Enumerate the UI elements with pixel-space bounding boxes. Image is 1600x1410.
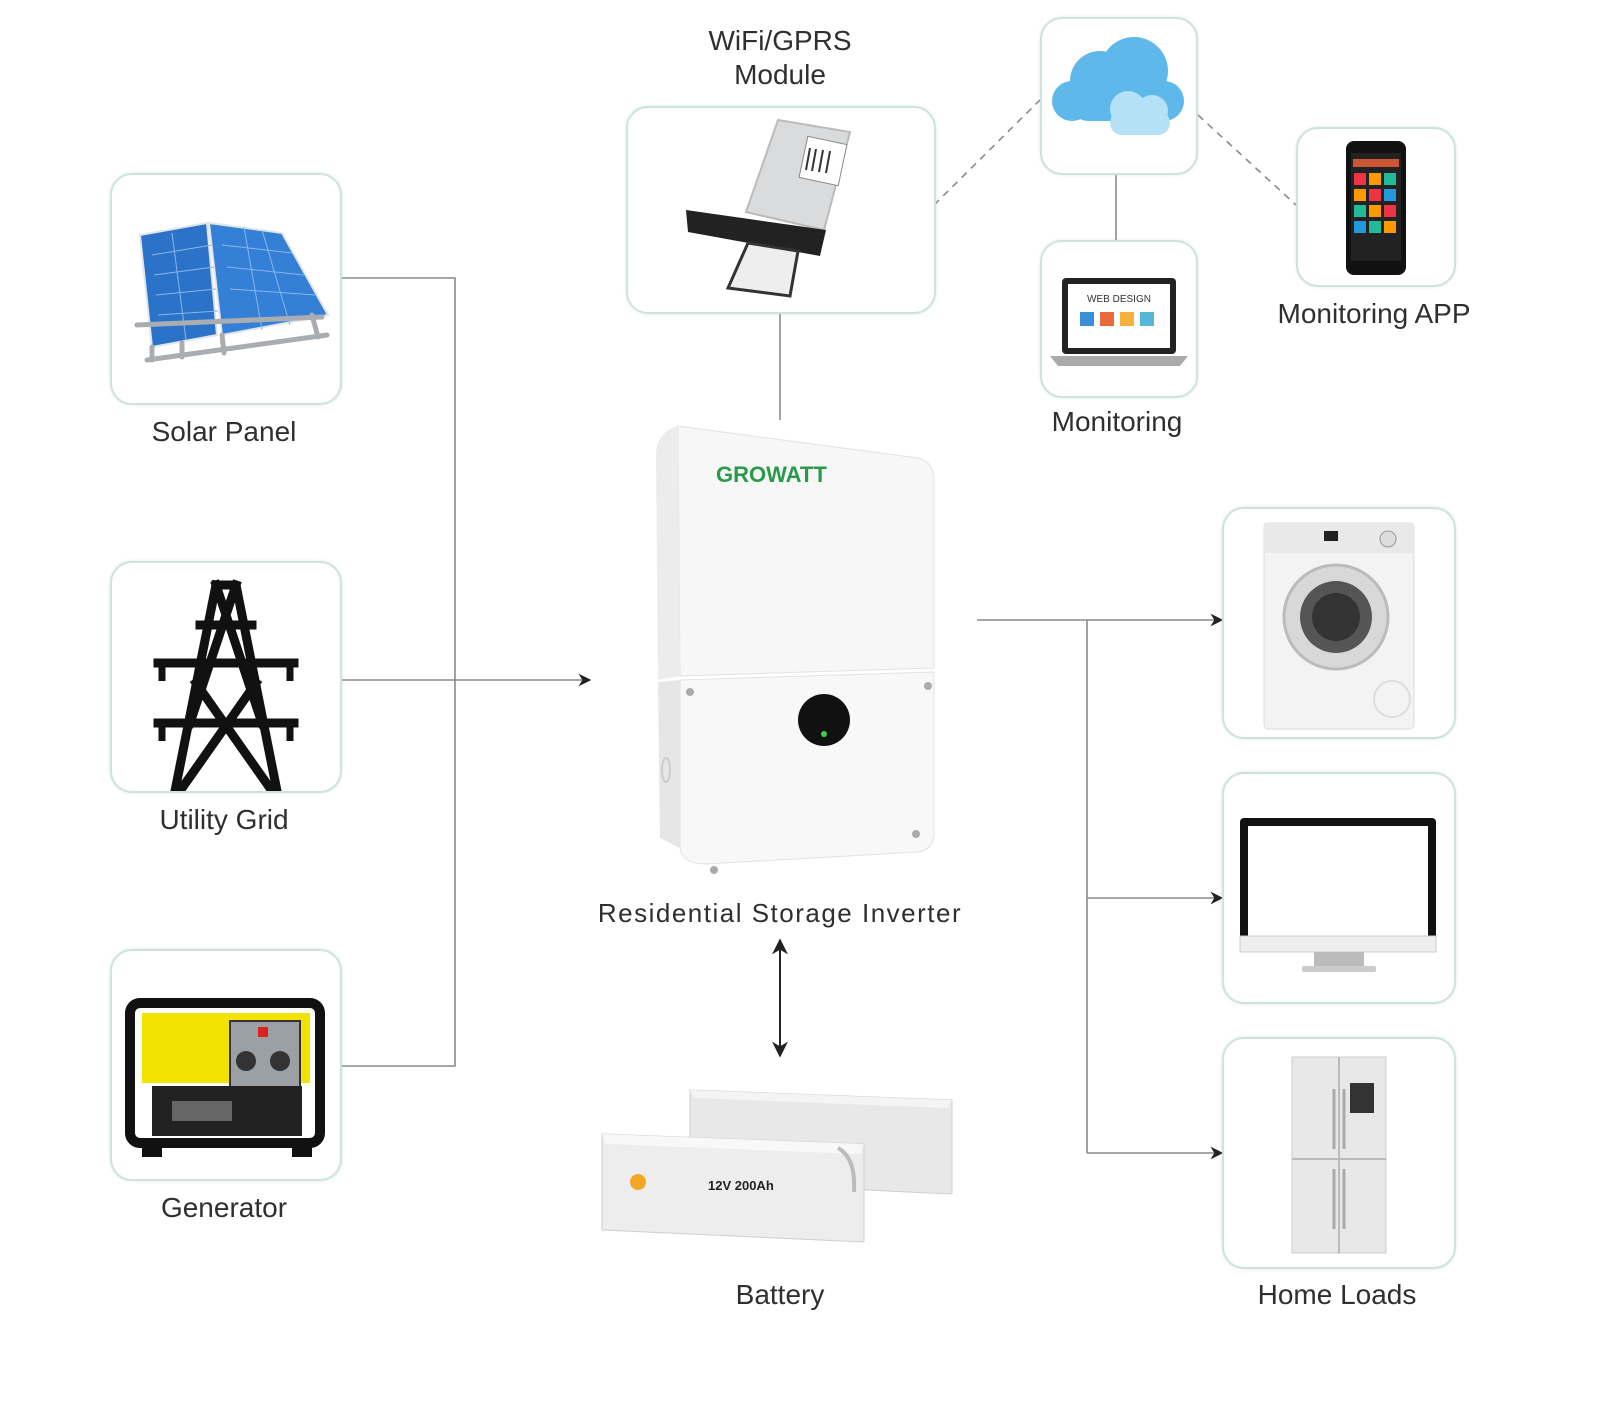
- transmission-tower-icon: [153, 579, 299, 791]
- computer-monitor-icon: [1239, 818, 1437, 972]
- battery-label: Battery: [735, 1279, 825, 1310]
- wifi-dongle-icon: [686, 118, 852, 298]
- wifi-module-label: WiFi/GPRS Module: [708, 25, 852, 90]
- washing-machine-card: [1222, 507, 1456, 739]
- generator-label: Generator: [160, 1192, 288, 1223]
- monitoring-app-label: Monitoring APP: [1277, 298, 1471, 329]
- solar-panel-label: Solar Panel: [151, 416, 297, 447]
- generator-card: [110, 949, 342, 1181]
- monitoring-label: Monitoring: [1051, 406, 1183, 437]
- solar-panel-icon: [134, 221, 330, 363]
- solar-panel-card: [110, 173, 342, 405]
- laptop-screen-text: WEB DESIGN: [1087, 294, 1151, 305]
- refrigerator-card: [1222, 1037, 1456, 1269]
- laptop-icon: WEB DESIGN: [1050, 278, 1188, 366]
- smartphone-icon: [1346, 141, 1406, 275]
- battery-rating-text: 12V 200Ah: [708, 1178, 774, 1193]
- monitoring-app-card: [1296, 127, 1456, 287]
- monitor-card: [1222, 772, 1456, 1004]
- cloud-card: [1040, 17, 1198, 175]
- refrigerator-icon: [1291, 1056, 1387, 1254]
- inverter-label: Residential Storage Inverter: [597, 898, 963, 928]
- wifi-module-card: [626, 106, 936, 314]
- battery-icon: 12V 200Ah: [601, 1089, 953, 1243]
- washing-machine-icon: [1263, 522, 1415, 730]
- inverter-brand-text: GROWATT: [716, 462, 827, 487]
- utility-grid-label: Utility Grid: [159, 804, 289, 835]
- inverter-device: GROWATT: [656, 425, 935, 874]
- home-loads-label: Home Loads: [1257, 1279, 1417, 1310]
- generator-icon: [125, 998, 325, 1157]
- cloud-icon: [1052, 37, 1184, 135]
- utility-grid-card: [110, 561, 342, 793]
- monitoring-card: WEB DESIGN: [1040, 240, 1198, 398]
